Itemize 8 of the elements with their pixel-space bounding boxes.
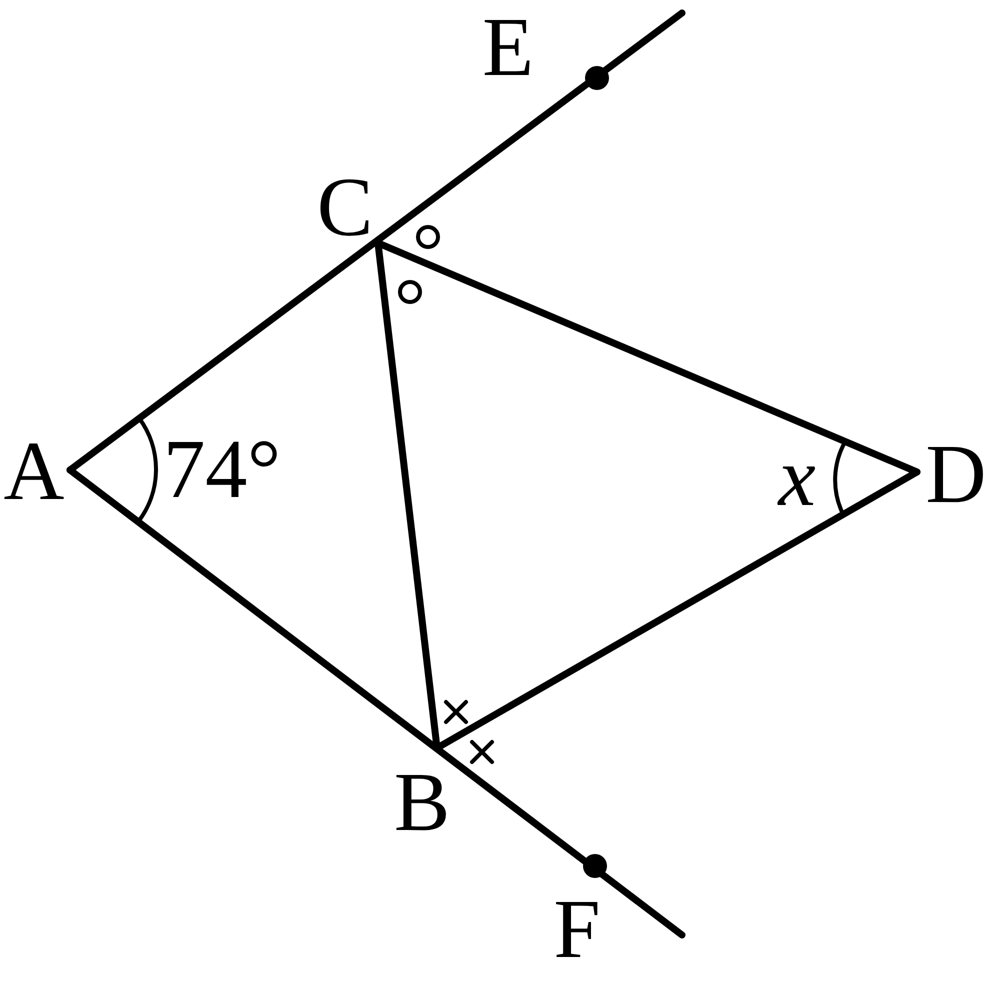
point-label: F xyxy=(554,888,600,972)
point-label: E xyxy=(482,6,534,90)
angle-label: x xyxy=(778,436,816,520)
point-label: C xyxy=(316,166,374,250)
point-label: A xyxy=(4,430,64,514)
point-label: B xyxy=(394,761,450,845)
point-label: D xyxy=(926,433,986,517)
angle-label: 74° xyxy=(163,428,281,512)
